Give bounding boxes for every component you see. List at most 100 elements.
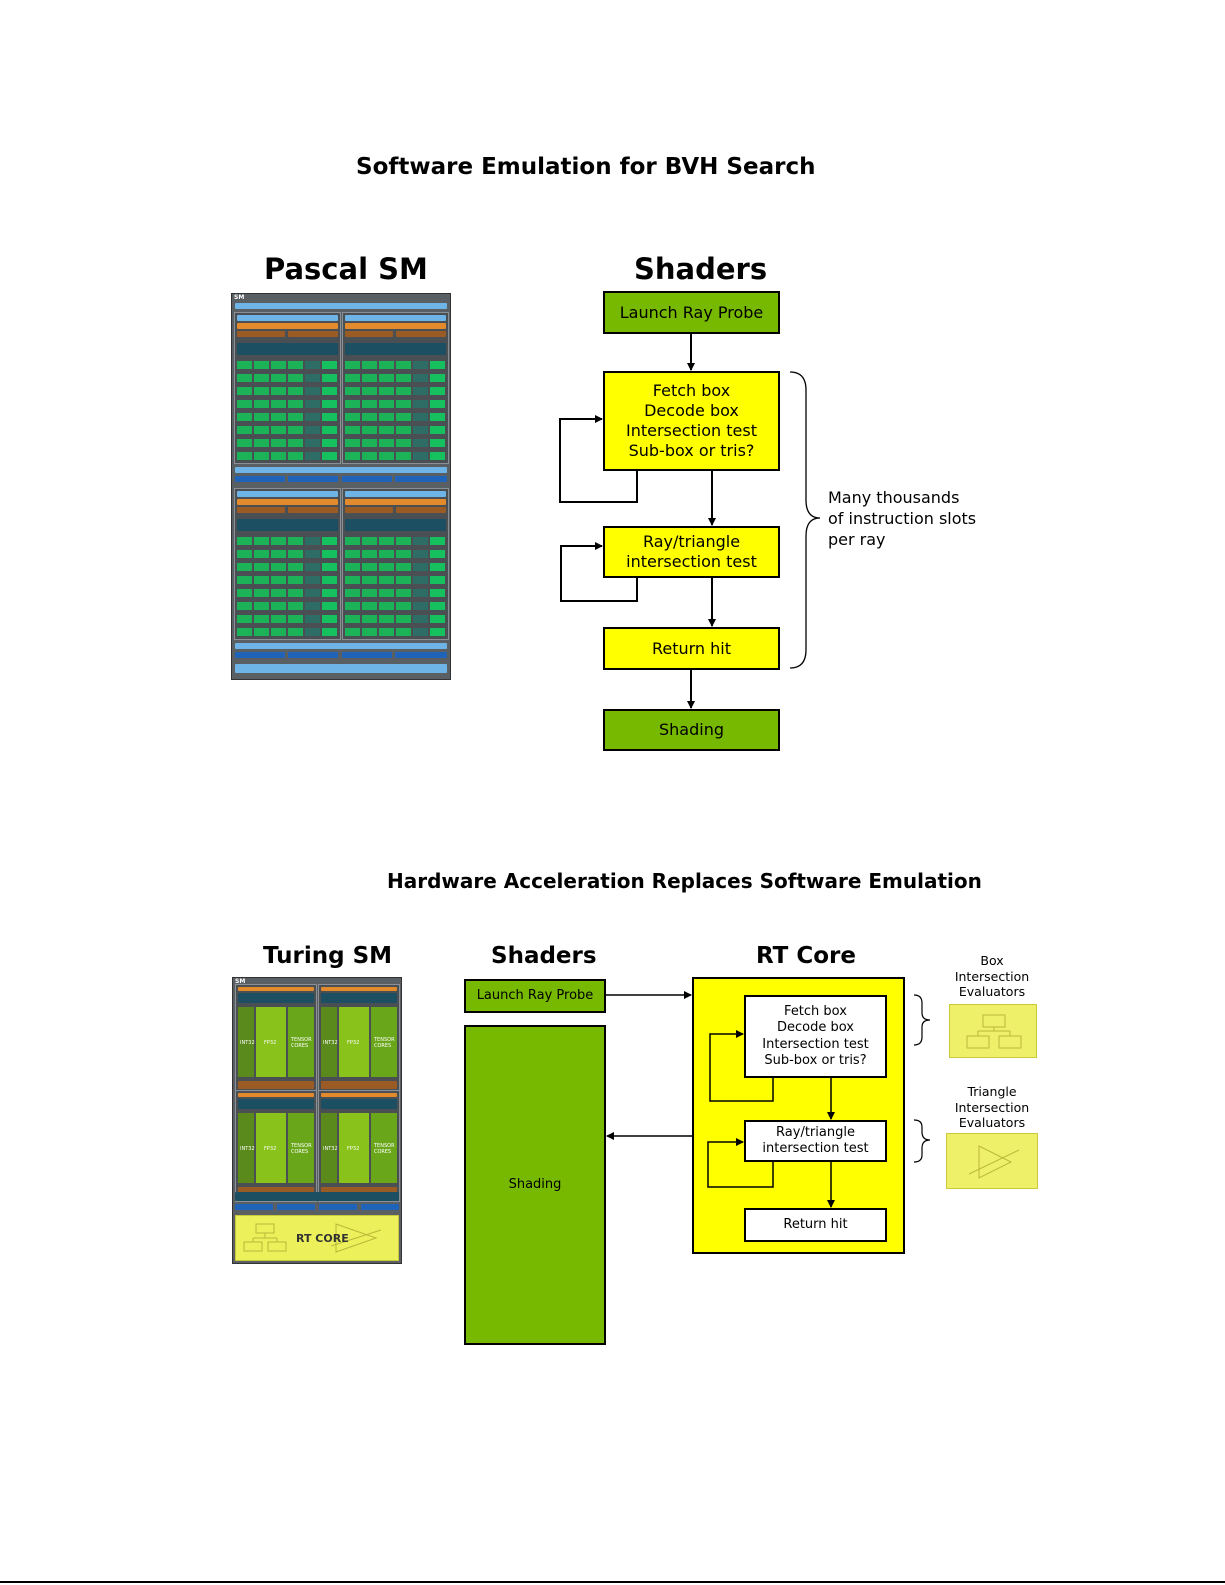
cuda-core xyxy=(396,452,411,460)
cuda-core xyxy=(271,452,286,460)
pascal-sm-title: Pascal SM xyxy=(264,252,428,286)
turing-quad-1: INT32 FP32 TENSOR CORES xyxy=(235,984,317,1096)
bottom-launch-ray-probe-label: Launch Ray Probe xyxy=(476,987,594,1003)
sfu-unit xyxy=(430,550,445,558)
cuda-core xyxy=(379,615,394,623)
cuda-core xyxy=(396,361,411,369)
bottom-ray-triangle-label: Ray/triangle intersection test xyxy=(762,1124,869,1156)
cuda-core xyxy=(396,615,411,623)
cuda-core xyxy=(345,413,360,421)
top-launch-ray-probe-box: Launch Ray Probe xyxy=(603,291,780,334)
cuda-core xyxy=(271,550,286,558)
cuda-core xyxy=(379,589,394,597)
cuda-core xyxy=(288,537,303,545)
cuda-core xyxy=(362,426,377,434)
cuda-core xyxy=(237,439,252,447)
cuda-core xyxy=(288,400,303,408)
ld-st-unit xyxy=(305,615,320,623)
turing-sm-diagram: SM INT32 FP32 TENSOR CORES INT32 FP32 TE… xyxy=(232,977,402,1264)
ld-st-unit xyxy=(305,628,320,636)
cuda-core xyxy=(271,439,286,447)
cuda-core xyxy=(362,628,377,636)
sfu-unit xyxy=(430,361,445,369)
ld-st-unit xyxy=(413,550,428,558)
top-shading-label: Shading xyxy=(659,720,724,739)
cuda-core xyxy=(345,602,360,610)
cuda-core xyxy=(271,387,286,395)
int32-label: INT32 xyxy=(240,1040,255,1046)
turing-sm-title: Turing SM xyxy=(263,943,393,969)
cuda-core xyxy=(379,400,394,408)
ld-st-unit xyxy=(305,439,320,447)
cuda-core xyxy=(254,550,269,558)
turing-quad-4: INT32 FP32 TENSOR CORES xyxy=(318,1090,400,1202)
cuda-core xyxy=(237,576,252,584)
sfu-unit xyxy=(322,615,337,623)
top-section-title: Software Emulation for BVH Search xyxy=(356,154,816,180)
ld-st-unit xyxy=(413,426,428,434)
rt-core-icons xyxy=(243,1223,382,1253)
cuda-core xyxy=(379,576,394,584)
cuda-core xyxy=(237,400,252,408)
cuda-core xyxy=(288,439,303,447)
top-return-hit-box: Return hit xyxy=(603,627,780,670)
bottom-shading-label: Shading xyxy=(508,1176,562,1192)
ld-st-unit xyxy=(413,452,428,460)
ld-st-unit xyxy=(305,361,320,369)
cuda-core xyxy=(271,426,286,434)
cuda-core xyxy=(396,400,411,408)
ld-st-unit xyxy=(413,374,428,382)
sfu-unit xyxy=(430,413,445,421)
ld-st-unit xyxy=(305,589,320,597)
cuda-core xyxy=(362,602,377,610)
rt-core-title: RT Core xyxy=(756,943,856,969)
sfu-unit xyxy=(322,387,337,395)
cuda-core xyxy=(396,413,411,421)
cuda-core xyxy=(271,374,286,382)
sfu-unit xyxy=(430,439,445,447)
cuda-core xyxy=(379,602,394,610)
cuda-core xyxy=(396,576,411,584)
bottom-fetch-box: Fetch box Decode box Intersection test S… xyxy=(744,995,887,1078)
cuda-core xyxy=(362,374,377,382)
bottom-section-title: Hardware Acceleration Replaces Software … xyxy=(387,869,982,893)
sfu-unit xyxy=(430,563,445,571)
cuda-core xyxy=(237,602,252,610)
cuda-core xyxy=(396,374,411,382)
cuda-core xyxy=(271,615,286,623)
cuda-core xyxy=(288,452,303,460)
cuda-core xyxy=(254,426,269,434)
bottom-return-hit-label: Return hit xyxy=(783,1216,848,1232)
ld-st-unit xyxy=(305,413,320,421)
ld-st-unit xyxy=(413,589,428,597)
cuda-core xyxy=(362,550,377,558)
sfu-unit xyxy=(322,563,337,571)
cuda-core xyxy=(254,413,269,421)
cuda-core xyxy=(396,550,411,558)
sfu-unit xyxy=(322,537,337,545)
cuda-core xyxy=(288,374,303,382)
bottom-shaders-title: Shaders xyxy=(491,943,597,969)
cuda-core xyxy=(288,550,303,558)
ld-st-unit xyxy=(413,537,428,545)
ld-st-unit xyxy=(413,563,428,571)
cuda-core xyxy=(271,537,286,545)
cuda-core xyxy=(379,452,394,460)
sfu-unit xyxy=(322,452,337,460)
sfu-unit xyxy=(430,589,445,597)
triangle-evaluator-image xyxy=(946,1133,1038,1189)
top-ray-triangle-label: Ray/triangle intersection test xyxy=(626,532,757,571)
sfu-unit xyxy=(322,602,337,610)
int32-label: INT32 xyxy=(240,1146,255,1152)
turing-rt-core-area: RT CORE xyxy=(235,1215,399,1261)
cuda-core xyxy=(362,361,377,369)
tensor-label: TENSOR CORES xyxy=(374,1037,395,1049)
instruction-cache-bar xyxy=(235,303,447,309)
bottom-fetch-box-label: Fetch box Decode box Intersection test S… xyxy=(762,1004,869,1068)
fp32-label: FP32 xyxy=(347,1146,360,1152)
cuda-core xyxy=(345,361,360,369)
cuda-core xyxy=(345,387,360,395)
cuda-core xyxy=(237,374,252,382)
cuda-core xyxy=(288,589,303,597)
